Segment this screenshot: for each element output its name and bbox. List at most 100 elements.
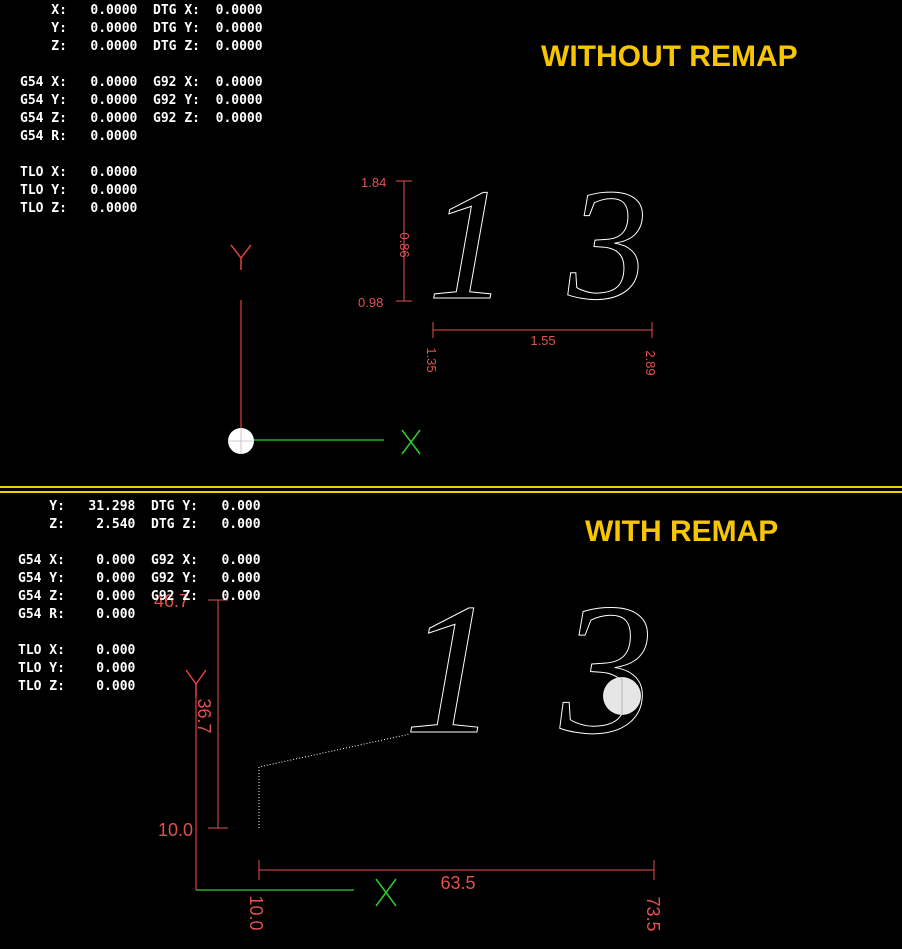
dro-row: Z: 2.540 DTG Z: 0.000	[18, 516, 261, 534]
y-extent-dimension	[208, 599, 228, 829]
dro-aux-value: 0.0000	[215, 75, 263, 90]
dro-prefix: TLO	[18, 661, 42, 676]
panel-divider	[0, 486, 902, 494]
plot-canvas[interactable]: 46.7 10.0 36.7 63.5 10.0 73.5 1 3	[0, 494, 902, 949]
dim-y-span: 0.86	[397, 232, 412, 257]
dim-y-min: 0.98	[358, 295, 383, 310]
dro-row: TLO Y: 0.0000	[20, 182, 263, 200]
dro-axis: Z:	[51, 201, 67, 216]
x-extent-dimension	[432, 322, 653, 338]
dro-aux-label: G92 Y:	[153, 93, 200, 108]
dim-x-span: 1.55	[530, 333, 555, 348]
dro-value: 0.0000	[90, 183, 138, 198]
dro-value: 2.540	[96, 517, 136, 532]
dro-value: 31.298	[88, 499, 136, 514]
toolpath-glyph-1: 1	[404, 564, 498, 773]
preview-with-remap[interactable]: 46.7 10.0 36.7 63.5 10.0 73.5 1 3	[0, 494, 902, 949]
dro-value: 0.000	[96, 607, 136, 622]
x-axis-letter	[401, 429, 421, 455]
dro-value: 0.0000	[90, 129, 138, 144]
dro-axis: X:	[51, 165, 67, 180]
dro-axis: Z:	[51, 111, 67, 126]
dim-x-min: 1.35	[424, 347, 439, 372]
toolpath-glyph-3: 3	[559, 564, 654, 773]
dro-axis: Y:	[49, 661, 65, 676]
dro-prefix: TLO	[20, 165, 44, 180]
dro-value: 0.000	[96, 643, 136, 658]
dro-axis: Y:	[51, 21, 67, 36]
dro-axis: Y:	[51, 183, 67, 198]
dim-y-span: 36.7	[194, 698, 214, 733]
dro-prefix: G54	[20, 93, 44, 108]
dro-axis: Y:	[49, 571, 65, 586]
dro-axis: X:	[49, 553, 65, 568]
dro-axis: X:	[49, 643, 65, 658]
y-axis-letter	[185, 669, 207, 696]
dro-axis: Z:	[49, 679, 65, 694]
dim-x-min: 10.0	[246, 895, 266, 930]
dro-value: 0.0000	[90, 165, 138, 180]
dro-value: 0.000	[96, 571, 136, 586]
dro-prefix: G54	[18, 589, 42, 604]
dro-axis: Z:	[49, 589, 65, 604]
dro-prefix: G54	[18, 553, 42, 568]
dro-axis: Z:	[49, 517, 65, 532]
dro-prefix: G54	[20, 111, 44, 126]
dro-axis: X:	[51, 3, 67, 18]
dro-aux-label: DTG X:	[153, 3, 200, 18]
dim-y-min: 10.0	[158, 820, 193, 840]
dro-row: Y: 31.298 DTG Y: 0.000	[18, 498, 261, 516]
banner-title: WITH REMAP	[585, 515, 779, 548]
dro-spacer	[18, 624, 261, 642]
x-extent-dimension	[258, 860, 655, 880]
plot-canvas[interactable]: 1.84 0.98 0.86 1.55 1.35 2.89 1 3	[0, 0, 902, 486]
dro-aux-value: 0.0000	[215, 39, 263, 54]
dro-axis: Y:	[51, 93, 67, 108]
dro-aux-value: 0.0000	[215, 111, 263, 126]
dro-prefix: TLO	[20, 183, 44, 198]
dro-aux-value: 0.000	[221, 499, 261, 514]
dro-prefix: TLO	[20, 201, 44, 216]
dro-aux-label: DTG Y:	[151, 499, 198, 514]
dro-row: TLO Y: 0.000	[18, 660, 261, 678]
dro-value: 0.0000	[90, 201, 138, 216]
dim-y-max: 46.7	[154, 591, 189, 611]
dim-x-span: 63.5	[440, 873, 475, 893]
dro-aux-label: G92 Z:	[151, 589, 198, 604]
y-axis-letter	[230, 244, 252, 270]
dro-axis: X:	[51, 75, 67, 90]
banner-title: WITHOUT REMAP	[541, 40, 798, 73]
dro-value: 0.0000	[90, 21, 138, 36]
dro-aux-value: 0.000	[221, 517, 261, 532]
dro-axis: R:	[51, 129, 67, 144]
dro-row: TLO X: 0.0000	[20, 164, 263, 182]
dro-axis: R:	[49, 607, 65, 622]
dro-aux-value: 0.0000	[215, 3, 263, 18]
rapid-traverse-path	[258, 733, 411, 828]
dro-spacer	[18, 534, 261, 552]
dro-aux-value: 0.0000	[215, 21, 263, 36]
dro-row: TLO Z: 0.0000	[20, 200, 263, 218]
dim-x-max: 73.5	[643, 896, 663, 931]
dro-aux-label: DTG Z:	[151, 517, 198, 532]
y-extent-dimension	[396, 180, 412, 302]
dro-value: 0.000	[96, 661, 136, 676]
x-axis-letter	[375, 878, 397, 907]
dro-axis: Y:	[49, 499, 65, 514]
dro-prefix: G54	[20, 75, 44, 90]
dro-aux-label: G92 X:	[151, 553, 198, 568]
dro-value: 0.0000	[90, 93, 138, 108]
